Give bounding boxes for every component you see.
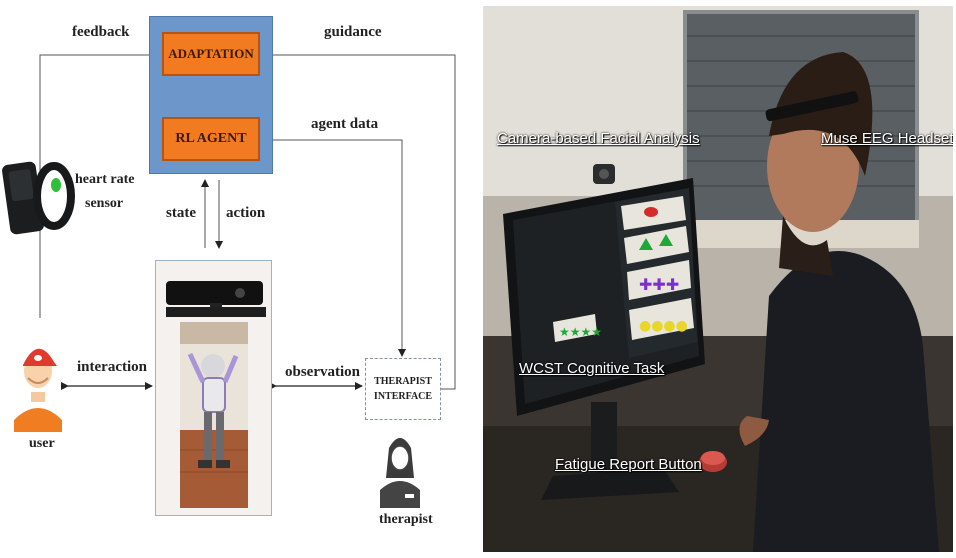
svg-text:●●●●: ●●●● <box>639 318 688 334</box>
camera-caption: Camera-based Facial Analysis <box>497 130 700 147</box>
agent-data-label: agent data <box>311 116 379 132</box>
depth-camera-icon <box>166 281 266 317</box>
state-label: state <box>166 205 196 221</box>
action-label: action <box>226 205 266 221</box>
heart-rate-label-1: heart rate <box>75 172 135 187</box>
adaptation-box: ADAPTATION <box>162 32 260 76</box>
robot-icon <box>187 352 239 468</box>
wcst-caption: WCST Cognitive Task <box>519 360 665 377</box>
observation-label: observation <box>285 364 360 380</box>
guidance-arrow <box>261 51 456 390</box>
photo-scene: ✚✚✚ ●●●● ★★★★ <box>483 6 953 552</box>
fatigue-caption: Fatigue Report Button <box>555 456 702 473</box>
therapist-label: therapist <box>379 512 433 527</box>
user-label: user <box>29 436 55 451</box>
heart-rate-label-2: sensor <box>85 196 124 211</box>
facial-camera-icon <box>593 164 615 184</box>
guidance-label: guidance <box>324 24 382 40</box>
interaction-label: interaction <box>77 359 147 375</box>
eeg-caption: Muse EEG Headset <box>821 130 953 147</box>
experiment-photo: ✚✚✚ ●●●● ★★★★ Camera-based Facial Analys… <box>483 6 953 552</box>
therapist-interface-line2: INTERFACE <box>373 391 433 402</box>
svg-text:✚✚✚: ✚✚✚ <box>639 275 679 294</box>
agent-data-arrow <box>260 139 406 357</box>
therapist-interface-line1: THERAPIST <box>374 376 432 387</box>
therapist-interface-box: THERAPIST INTERFACE <box>365 358 441 420</box>
feedback-label: feedback <box>72 24 130 40</box>
svg-text:★★★★: ★★★★ <box>559 325 602 339</box>
rl-agent-box: RL AGENT <box>162 117 260 161</box>
